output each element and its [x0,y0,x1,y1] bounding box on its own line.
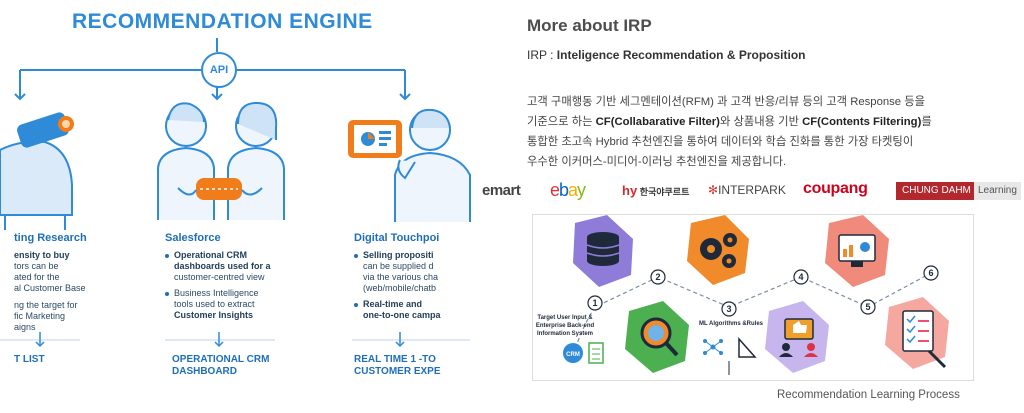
column-bottom-research: T LIST [14,354,45,365]
step-2: 2 [655,272,660,282]
touchpoint-person-illustration [348,108,471,222]
bullet-icon [165,291,169,296]
irp-description: 고객 구매행동 기반 세그멘테이션(RFM) 과 고객 반응/리뷰 등의 고객 … [527,96,932,168]
salesforce-people-illustration [157,101,285,220]
irp-definition: IRP : Inteligence Recommendation & Propo… [527,48,806,62]
step-3: 3 [726,304,731,314]
emart-logo: emart [482,182,521,199]
chungdahm-learning-logo: Learning [974,182,1021,200]
process-graphic: 1 2 3 4 5 6 [536,215,949,375]
step-5: 5 [865,302,870,312]
diagram-caption: Recommendation Learning Process [777,389,960,401]
column-title-salesforce: Salesforce [165,232,221,244]
research-person-illustration [0,112,74,230]
step-6: 6 [928,268,933,278]
bullet-icon [165,253,169,258]
ml-label: ML Algorithms &Rules [699,321,764,327]
recommendation-engine-infographic: RECOMMENDATION ENGINE [0,0,490,413]
infographic-title: RECOMMENDATION ENGINE [72,10,373,33]
column-title-research: ting Research [14,232,87,244]
chungdahm-logo: CHUNG DAHM [896,182,977,200]
crm-icon: CRM [566,352,580,358]
ebay-logo: ebay [550,180,586,200]
column-title-touchpoint: Digital Touchpoi [354,232,440,244]
column-text-touchpoint: Selling propositi can be supplied d via … [354,250,474,321]
learning-process-diagram: 1 2 3 4 5 6 [532,214,974,381]
column-text-research: ensity to buy tors can be ated for the a… [14,250,86,332]
hy-logo: hy 한국야쿠르트 [622,183,690,198]
input-label-line3: Information System [537,331,593,337]
input-label-line2: Enterprise Back-end [536,323,595,329]
column-text-salesforce: Operational CRM dashboards used for a cu… [165,250,285,321]
input-label-line1: Target User Input & [537,315,593,321]
connector-lines [0,38,471,348]
section-title: More about IRP [527,16,652,35]
step-1: 1 [592,298,597,308]
api-badge: API [201,52,237,88]
bullet-icon [354,253,358,258]
step-4: 4 [798,272,803,282]
interpark-logo: ✻INTERPARK [708,183,786,197]
coupang-logo: coupang [803,180,868,197]
column-bottom-touchpoint: REAL TIME 1 -TO CUSTOMER EXPE [354,354,441,377]
client-logos: emart ebay hy 한국야쿠르트 ✻INTERPARK coupang … [480,180,1024,202]
column-bottom-salesforce: OPERATIONAL CRM DASHBOARD [172,354,270,377]
bullet-icon [354,302,358,307]
